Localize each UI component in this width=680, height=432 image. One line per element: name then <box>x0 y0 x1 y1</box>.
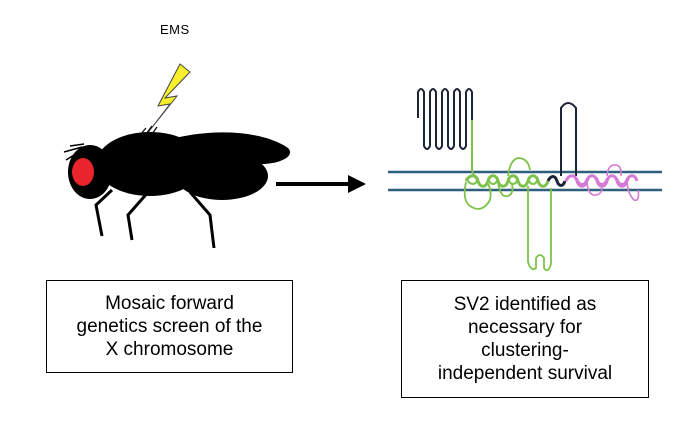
result-caption-line: necessary for <box>467 316 583 338</box>
result-caption-line: clustering- <box>481 340 569 361</box>
result-caption-line: independent survival <box>437 363 613 385</box>
result-caption-line: SV2 identified as <box>453 293 597 315</box>
screen-caption-box: Mosaic forward genetics screen of the X … <box>46 280 293 373</box>
result-caption-text: SV2 identified as necessary for clusteri… <box>438 293 612 386</box>
mutagen-label: EMS <box>160 22 190 37</box>
result-caption-box: SV2 identified as necessary for clusteri… <box>401 280 649 398</box>
screen-caption-line: genetics screen of the <box>76 315 263 337</box>
screen-caption-line: X chromosome <box>105 339 234 361</box>
screen-caption-line: Mosaic forward <box>105 292 234 314</box>
sv2-protein-icon <box>388 88 662 272</box>
screen-caption-text: Mosaic forward genetics screen of the X … <box>77 292 263 362</box>
arrow-right-icon <box>276 175 366 193</box>
fly-icon <box>63 125 291 249</box>
